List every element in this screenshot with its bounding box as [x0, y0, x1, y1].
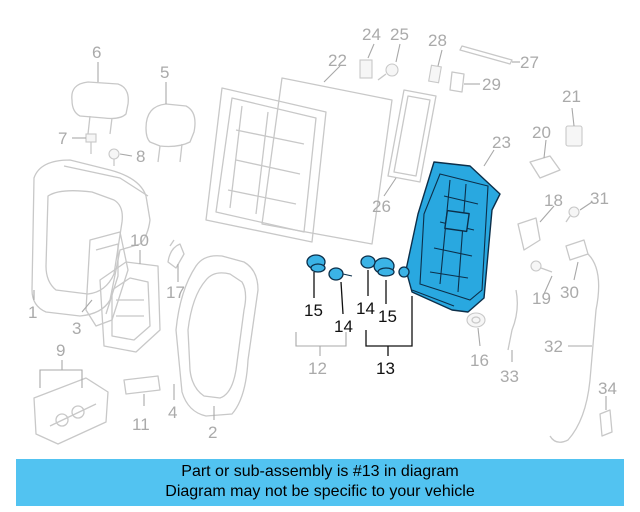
callout-13: 13: [376, 359, 395, 378]
cable-32: [549, 253, 600, 443]
callout-labels: 1 2 3 4 5 6 7 8 9 10 11 12 13 14 14 15 1…: [28, 25, 617, 442]
parts-diagram: 1 2 3 4 5 6 7 8 9 10 11 12 13 14 14 15 1…: [28, 25, 617, 445]
glass-panel-26: [387, 89, 437, 183]
callout-22: 22: [328, 51, 347, 70]
callout-3: 3: [72, 319, 81, 338]
callout-8: 8: [136, 147, 145, 166]
callout-20: 20: [532, 123, 551, 142]
callout-14-left: 14: [334, 317, 353, 336]
banner-line-1: Part or sub-assembly is #13 in diagram: [181, 463, 459, 480]
highlighted-part-13: [405, 161, 501, 313]
callout-27: 27: [520, 53, 539, 72]
callout-31: 31: [590, 189, 609, 208]
info-banner: Part or sub-assembly is #13 in diagram D…: [16, 459, 624, 506]
grommet-16: [466, 312, 486, 328]
headrest-right: [145, 103, 196, 163]
callout-7: 7: [58, 129, 67, 148]
seat-frame-3: [85, 231, 129, 327]
clip-28: [428, 64, 442, 84]
rod-27: [459, 45, 513, 65]
callout-5: 5: [160, 63, 169, 82]
callout-25: 25: [390, 25, 409, 44]
bracket-20: [529, 155, 561, 179]
fastener-8: [108, 148, 120, 166]
callout-33: 33: [500, 367, 519, 386]
callout-34: 34: [598, 379, 617, 398]
bushing-small: [398, 266, 410, 278]
bolt-19: [530, 260, 553, 273]
callout-1: 1: [28, 303, 37, 322]
seat-mechanism-10: [99, 261, 161, 353]
screw-25: [377, 63, 399, 81]
callout-2: 2: [208, 423, 217, 442]
callout-15-left: 15: [304, 301, 323, 320]
seat-back-right: [175, 255, 259, 417]
clip-24: [359, 59, 373, 79]
callout-28: 28: [428, 31, 447, 50]
bushing-15-right: [373, 257, 395, 277]
armrest-9: [33, 377, 109, 445]
callout-26: 26: [372, 197, 391, 216]
bracket-17: [167, 239, 185, 269]
callout-24: 24: [362, 25, 381, 44]
callout-14-right: 14: [356, 299, 375, 318]
callout-9: 9: [56, 341, 65, 360]
callout-21: 21: [562, 87, 581, 106]
release-30: [565, 239, 589, 261]
callout-30: 30: [560, 283, 579, 302]
fastener-7: [85, 133, 97, 154]
bushing-15-left: [306, 254, 326, 273]
cable-33: [507, 289, 518, 351]
hinge-18: [517, 217, 541, 251]
bolt-14-left: [328, 267, 353, 281]
callout-15-right: 15: [378, 307, 397, 326]
callout-4: 4: [168, 403, 177, 422]
headrest-left: [71, 81, 129, 135]
frame-assembly: [205, 87, 327, 243]
callout-17: 17: [166, 283, 185, 302]
clip-34: [599, 409, 613, 437]
bolt-14-right: [360, 255, 376, 269]
callout-11: 11: [132, 415, 150, 434]
callout-32: 32: [544, 337, 563, 356]
callout-19: 19: [532, 289, 551, 308]
pad-11: [123, 375, 161, 395]
leader-lines: [33, 43, 607, 420]
callout-29: 29: [482, 75, 501, 94]
bolt-31: [565, 206, 580, 223]
banner-line-2: Diagram may not be specific to your vehi…: [165, 483, 475, 500]
leader-lines-highlight: [313, 270, 413, 356]
callout-16: 16: [470, 351, 489, 370]
panel-22: [261, 77, 393, 245]
callout-10: 10: [130, 231, 149, 250]
seat-back-left: [31, 159, 151, 317]
callout-6: 6: [92, 43, 101, 62]
callout-23: 23: [492, 133, 511, 152]
cover-21: [565, 125, 583, 147]
callout-12: 12: [308, 359, 327, 378]
latch-29: [449, 71, 465, 93]
callout-18: 18: [544, 191, 563, 210]
